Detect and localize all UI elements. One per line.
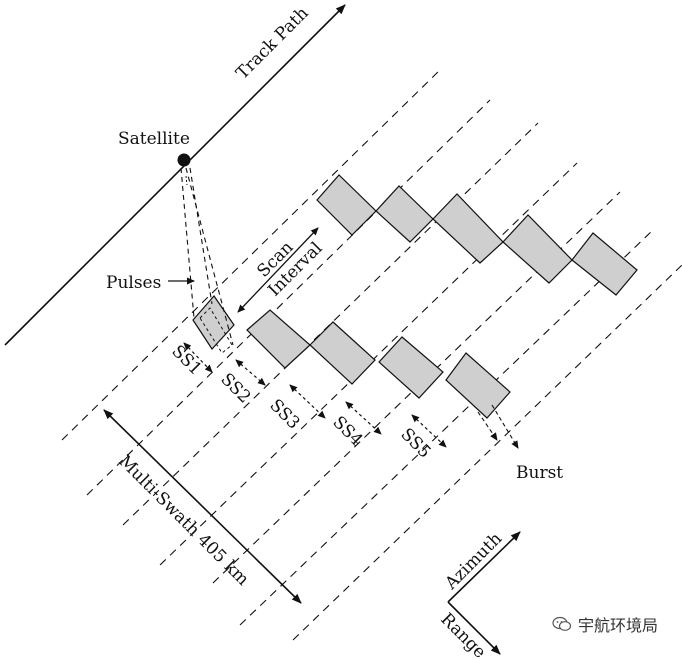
multi-swath-label: Multi-Swath 405 km — [114, 451, 252, 589]
swath-line — [61, 67, 443, 441]
burst-row-upper — [316, 174, 638, 296]
burst-footprint — [246, 309, 311, 369]
swath-line — [292, 264, 682, 641]
antenna-beam — [180, 167, 234, 346]
burst-footprint — [316, 174, 377, 236]
ss5-arrow — [411, 414, 447, 448]
ss5-label: SS5 — [396, 424, 434, 462]
azimuth-label: Azimuth — [441, 529, 506, 594]
pulses-label: Pulses — [106, 273, 161, 293]
burst-footprint — [432, 193, 504, 264]
track-path-label: Track Path — [232, 3, 312, 83]
watermark-text: 宇航环境局 — [577, 616, 658, 635]
burst-footprint — [571, 232, 638, 296]
burst-footprint — [309, 321, 376, 385]
wechat-icon — [552, 616, 572, 631]
track-path-line — [4, 4, 346, 346]
burst-footprint — [502, 214, 573, 284]
burst-label: Burst — [516, 463, 563, 483]
burst-callout — [477, 404, 519, 449]
azimuth-axis — [447, 531, 521, 603]
burst-footprint — [192, 295, 235, 350]
range-axis — [447, 601, 501, 655]
watermark: 宇航环境局 — [552, 612, 658, 636]
burst-footprint — [375, 185, 434, 243]
ss4-arrow — [345, 401, 382, 435]
multi-swath-arrow — [103, 409, 302, 604]
ss1-label: SS1 — [167, 341, 205, 379]
burst-footprint — [378, 336, 444, 399]
beam-tick — [185, 175, 188, 186]
scan-interval-arrow — [237, 227, 319, 313]
swath-line — [86, 99, 491, 496]
ss3-arrow — [289, 384, 326, 419]
ss4-label: SS4 — [328, 412, 366, 450]
satellite-label: Satellite — [118, 129, 190, 149]
ss1-arrow — [183, 342, 213, 373]
swath-line — [122, 122, 539, 526]
burst-row-lower — [192, 295, 511, 419]
ss3-label: SS3 — [265, 395, 303, 433]
burst-footprint — [445, 352, 511, 419]
ss2-label: SS2 — [216, 369, 254, 407]
swath-line — [159, 162, 578, 566]
swath-boundary-lines — [61, 67, 682, 641]
ss2-arrow — [235, 359, 266, 386]
satellite-dot — [177, 153, 191, 167]
